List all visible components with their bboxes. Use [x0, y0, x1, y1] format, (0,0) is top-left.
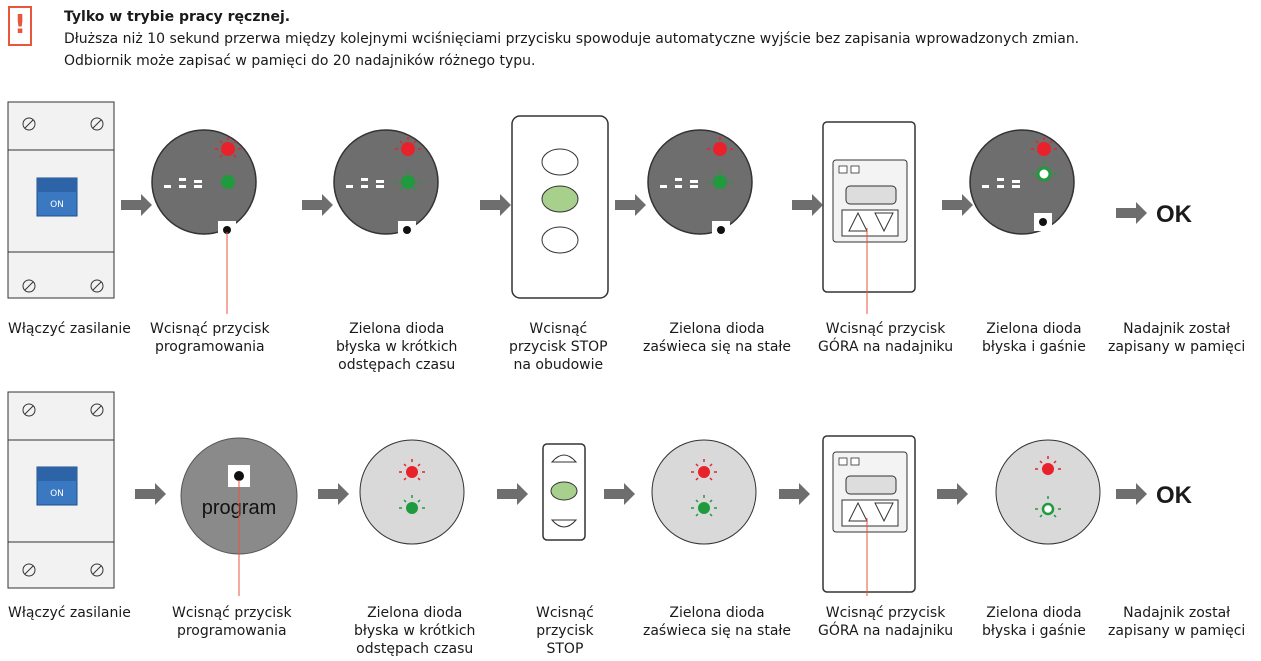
warning-note: Tylko w trybie pracy ręcznej. Dłuższa ni…: [64, 6, 1079, 72]
receiver-disc-steady: [647, 129, 753, 239]
stop-button-housing: [542, 443, 586, 541]
step-arrow-icons-row2: [135, 483, 1147, 505]
receiver-disc-blink-off: [969, 129, 1075, 235]
caption-row2-step1: Włączyć zasilanie: [8, 605, 131, 621]
receiver-disc-blink-off: [995, 439, 1101, 545]
warning-icon: !: [8, 6, 32, 46]
caption-row1-step1: Włączyć zasilanie: [8, 321, 131, 337]
switch-on-label: ON: [50, 489, 64, 499]
ok-label-row2: OK: [1156, 482, 1193, 509]
switch-on-label: ON: [50, 200, 64, 210]
step-arrow-icons-row1: [121, 194, 1147, 224]
circuit-breaker-icon: [7, 391, 115, 589]
stop-button-housing: [511, 115, 609, 299]
circuit-breaker-icon: [7, 101, 115, 299]
receiver-disc-blinking: [359, 439, 465, 545]
remote-transmitter: [822, 435, 916, 593]
ok-label-row1: OK: [1156, 201, 1193, 228]
receiver-disc-steady: [651, 439, 757, 545]
warning-line-2: Odbiornik może zapisać w pamięci do 20 n…: [64, 53, 536, 69]
warning-line-1: Dłuższa niż 10 sekund przerwa między kol…: [64, 31, 1080, 47]
receiver-disc-blinking: [333, 129, 439, 239]
remote-transmitter: [822, 121, 916, 293]
receiver-disc-program: [151, 129, 257, 239]
warning-title: Tylko w trybie pracy ręcznej.: [64, 9, 291, 25]
